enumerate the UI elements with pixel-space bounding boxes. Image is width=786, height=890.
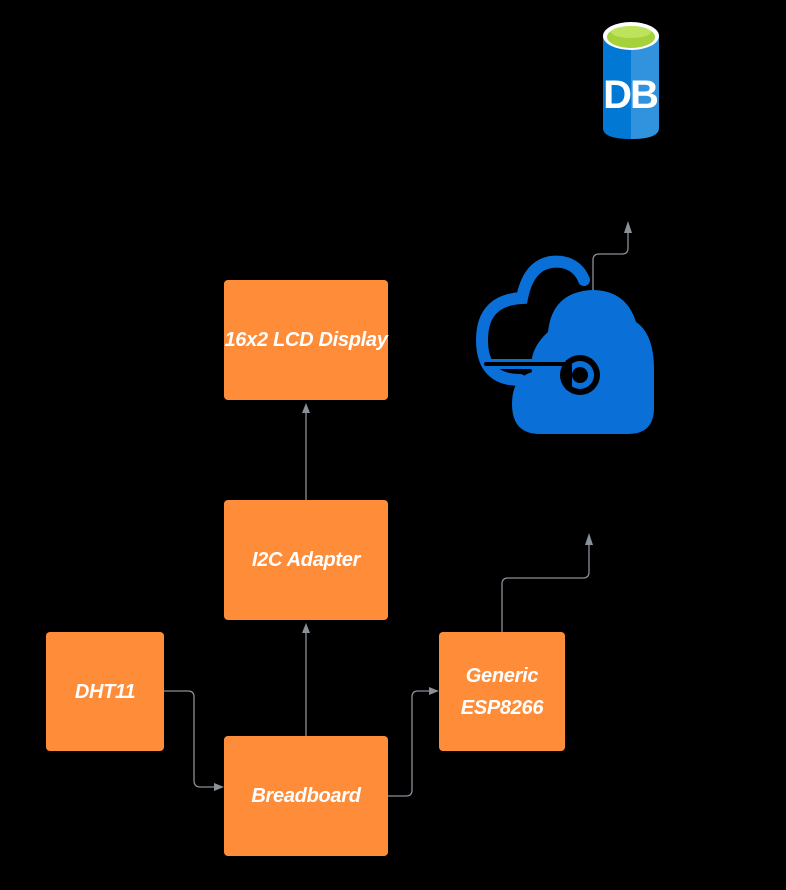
dht11-label: DHT11 <box>74 680 136 703</box>
arrow-head <box>624 221 632 233</box>
arrow-head <box>302 623 310 633</box>
i2c-adapter-node: I2C Adapter <box>224 500 388 620</box>
lcd-display-label: 16x2 LCD Display <box>224 329 388 351</box>
dht11-node: DHT11 <box>46 632 164 751</box>
esp8266-node: Generic ESP8266 <box>439 632 565 751</box>
arrow-head <box>214 783 224 791</box>
breadboard-label: Breadboard <box>251 785 361 807</box>
arrow-head <box>585 533 593 545</box>
connector-dht11-to-breadboard <box>164 690 214 788</box>
esp8266-label-line1: Generic <box>465 664 539 687</box>
arrow-head <box>302 403 310 413</box>
i2c-adapter-label: I2C Adapter <box>251 549 361 571</box>
database-label: DB <box>603 73 658 117</box>
connector-esp-to-cloud <box>501 544 590 632</box>
breadboard-node: Breadboard <box>224 736 388 856</box>
lcd-display-node: 16x2 LCD Display <box>224 280 388 400</box>
esp8266-label-line2: ESP8266 <box>460 696 544 719</box>
connector-breadboard-to-esp <box>388 690 429 797</box>
arrow-head <box>429 687 439 695</box>
connector-cloud-to-db <box>592 232 629 292</box>
